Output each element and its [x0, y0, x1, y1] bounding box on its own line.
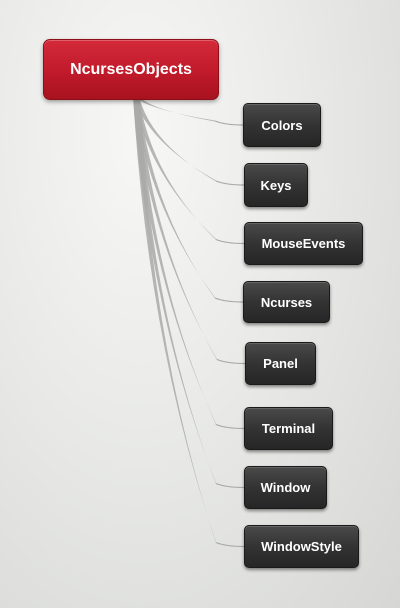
child-node-label: Panel	[263, 356, 298, 371]
connector-line	[133, 96, 246, 365]
child-node-panel[interactable]: Panel	[245, 342, 316, 385]
connector-line	[133, 96, 245, 186]
child-node-label: WindowStyle	[261, 539, 342, 554]
child-node-label: Terminal	[261, 421, 316, 436]
root-node-label: NcursesObjects	[70, 60, 192, 78]
child-node-label: Keys	[260, 177, 292, 193]
child-node-keys[interactable]: Keys	[244, 163, 308, 207]
child-node-mouseevents[interactable]: MouseEvents	[244, 222, 363, 265]
child-node-colors[interactable]: Colors	[243, 103, 321, 147]
child-node-label: Colors	[261, 117, 303, 133]
child-node-label: Window	[260, 480, 311, 495]
child-node-terminal[interactable]: Terminal	[244, 407, 333, 450]
connector-line	[133, 96, 245, 489]
connector-line	[133, 96, 245, 245]
connector-line	[133, 96, 245, 548]
child-node-label: MouseEvents	[261, 236, 346, 251]
child-node-window[interactable]: Window	[244, 466, 327, 509]
child-node-windowstyle[interactable]: WindowStyle	[244, 525, 359, 568]
root-node-ncursesobjects[interactable]: NcursesObjects	[43, 39, 219, 100]
child-node-ncurses[interactable]: Ncurses	[243, 281, 330, 323]
connector-line	[133, 96, 245, 430]
connector-line	[133, 96, 244, 126]
connector-line	[133, 96, 244, 303]
child-node-label: Ncurses	[260, 294, 313, 310]
